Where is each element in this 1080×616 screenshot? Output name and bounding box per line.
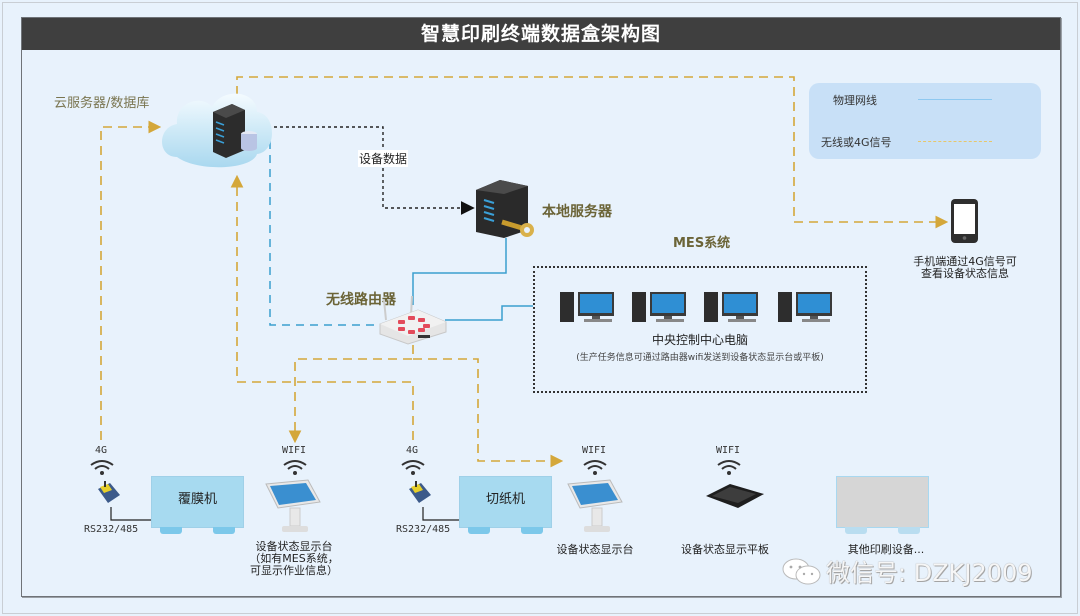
display-label-1-line2: （如有MES系统， (249, 552, 339, 565)
4g-modem-icon (98, 481, 120, 503)
rs232-connector-2 (422, 507, 459, 521)
device-data-label: 设备数据 (358, 150, 409, 167)
desktop-computer-icon (560, 292, 614, 322)
legend-physical-swatch (918, 99, 992, 100)
wifi-icon (717, 460, 741, 475)
4g-modem-icon (409, 481, 431, 503)
display-label-1-line1: 设备状态显示台 (255, 540, 333, 553)
watermark-text: 微信号: DZKJ2009 (826, 559, 1033, 587)
line-router-to-local-server (412, 238, 507, 305)
other-equipment-label: 其他印刷设备... (847, 543, 925, 556)
wifi-icon (583, 460, 607, 475)
line-cloud-to-phone (236, 76, 949, 229)
diagram-title: 智慧印刷终端数据盒架构图 (22, 18, 1060, 50)
line-cloud-to-local-server (262, 126, 475, 215)
line-cloud-to-router (269, 127, 383, 326)
wifi-icon (90, 460, 114, 475)
router-label: 无线路由器 (326, 292, 396, 308)
interface-label-2: RS232/485 (396, 524, 451, 535)
phone-label-line2: 查看设备状态信息 (921, 267, 1009, 280)
display-label-1-line3: 可显示作业信息） (250, 564, 338, 577)
line-router-to-display2 (413, 358, 564, 468)
phone-label-line1: 手机端通过4G信号可 (913, 255, 1017, 268)
mes-note: (生产任务信息可通过路由器wifi发送到设备状态显示台或平板) (576, 353, 824, 363)
cloud-label: 云服务器/数据库 (54, 96, 150, 111)
line-4g2-to-cloud (230, 174, 414, 440)
paper-cutter-machine-label: 切纸机 (485, 492, 525, 507)
wireless-router-icon (379, 296, 447, 345)
mes-computers-label: 中央控制中心电脑 (651, 333, 748, 347)
mes-system-box (533, 266, 867, 393)
mes-computers (560, 290, 850, 324)
line-4g1-to-cloud (100, 120, 162, 440)
mobile-phone-icon (951, 199, 978, 243)
signal-wifi-label-1: WIFI (282, 445, 307, 456)
tablet-label: 设备状态显示平板 (681, 543, 769, 556)
laminating-machine: 覆膜机 (151, 476, 244, 534)
wechat-icon (782, 558, 821, 585)
tablet-icon (706, 484, 764, 508)
display-label-1: 设备状态显示台 （如有MES系统， 可显示作业信息） (229, 541, 359, 577)
desktop-computer-icon (704, 292, 758, 322)
rs232-connector-1 (110, 507, 151, 521)
wifi-icon (401, 460, 425, 475)
cloud-server-icon (162, 93, 272, 168)
laminating-machine-label: 覆膜机 (177, 492, 217, 507)
desktop-computer-icon (778, 292, 832, 322)
signal-wifi-label-2: WIFI (582, 445, 607, 456)
signal-4g-label-1: 4G (95, 445, 108, 456)
legend: 物理网线 无线或4G信号 (809, 83, 1041, 159)
display-label-2: 设备状态显示台 (556, 543, 634, 556)
legend-wireless-swatch (918, 141, 992, 142)
signal-wifi-label-3: WIFI (716, 445, 741, 456)
display-stand-icon (567, 479, 623, 532)
signal-4g-label-2: 4G (406, 445, 419, 456)
wifi-icon (283, 460, 307, 475)
line-router-to-display1 (288, 345, 414, 444)
paper-cutter-machine: 切纸机 (459, 476, 552, 534)
interface-label-1: RS232/485 (84, 524, 139, 535)
mes-title: MES系统 (673, 236, 731, 251)
legend-wireless-label: 无线或4G信号 (821, 136, 892, 149)
local-server-icon (476, 180, 534, 238)
phone-label: 手机端通过4G信号可 查看设备状态信息 (895, 256, 1035, 280)
legend-physical-label: 物理网线 (833, 94, 877, 107)
local-server-label: 本地服务器 (542, 204, 612, 220)
line-router-to-mes (445, 305, 533, 321)
display-stand-icon (265, 479, 321, 532)
desktop-computer-icon (632, 292, 686, 322)
other-printing-equipment (836, 476, 929, 534)
